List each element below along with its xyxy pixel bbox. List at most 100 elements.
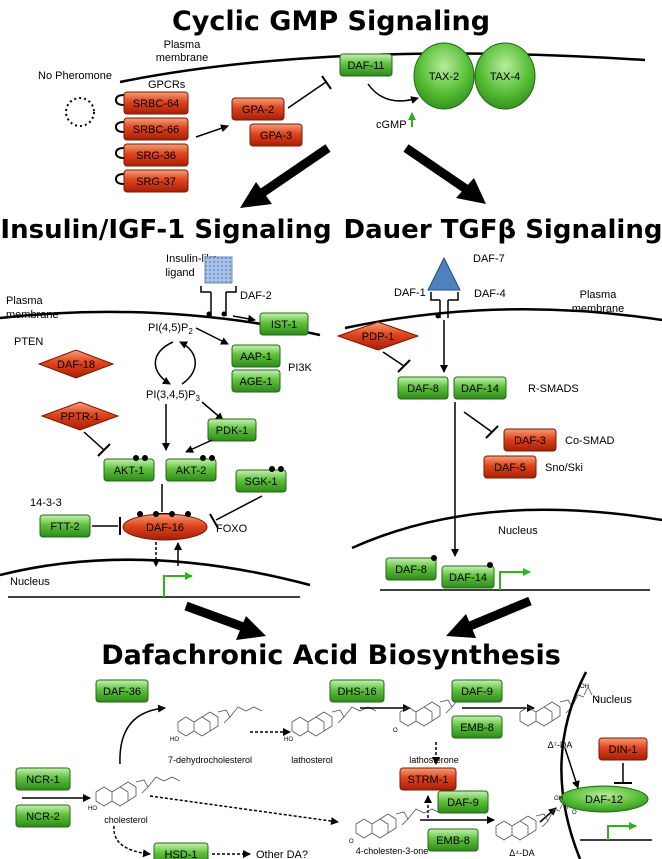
cholestenone-structure: [355, 808, 441, 839]
transcription-arrow-1: [163, 572, 193, 597]
cholesterol-label: cholesterol: [104, 815, 148, 825]
big-arrow-left: [240, 182, 272, 208]
svg-text:STRM-1: STRM-1: [408, 774, 449, 786]
svg-text:TAX-4: TAX-4: [490, 71, 520, 83]
daf7-ligand: [427, 256, 461, 291]
daf4-label: DAF-4: [474, 288, 506, 300]
svg-text:NCR-2: NCR-2: [26, 811, 60, 823]
lathosterone-label: lathosterone: [409, 755, 459, 765]
srbc66-box: SRBC-66: [123, 117, 189, 141]
daf7-label: DAF-7: [473, 253, 505, 265]
lathosterol-label: lathosterol: [291, 755, 333, 765]
svg-text:PDK-1: PDK-1: [216, 425, 248, 437]
pheromone-circle: [65, 97, 95, 127]
arrow-daf11-tax: [367, 83, 419, 104]
pip2-label: PI(4,5)P2: [148, 322, 193, 336]
svg-text:AKT-1: AKT-1: [114, 465, 145, 477]
akt1-box: AKT-1: [103, 458, 155, 482]
big-arrow-insulin-down: [236, 616, 266, 640]
d4da-structure: [495, 800, 569, 841]
svg-text:SRG-36: SRG-36: [136, 150, 176, 162]
title-tgfb: Dauer TGFβ Signaling: [344, 215, 662, 245]
svg-text:PPTR-1: PPTR-1: [60, 411, 99, 423]
big-arrow-tgfb-down: [446, 614, 476, 638]
gpa3-box: GPA-3: [249, 123, 303, 147]
title-da: Dafachronic Acid Biosynthesis: [101, 640, 561, 671]
svg-text:EMB-8: EMB-8: [460, 722, 494, 734]
lathosterone-structure: [399, 696, 485, 727]
svg-text:FTT-2: FTT-2: [50, 521, 79, 533]
daf9-box-1: DAF-9: [451, 679, 503, 703]
daf8-nuclear-box: DAF-8: [385, 557, 437, 581]
gpcr-bracket: [114, 147, 125, 159]
emb8-box-2: EMB-8: [427, 828, 479, 852]
o-label-3: O: [349, 839, 354, 845]
oh-label-1: OH: [580, 684, 589, 690]
svg-text:SRBC-66: SRBC-66: [133, 124, 179, 136]
svg-text:DAF-12: DAF-12: [585, 794, 623, 806]
o-label-2: O: [595, 697, 600, 703]
membrane-label-1: membrane: [156, 52, 209, 64]
daf2-receptor: [200, 286, 237, 293]
svg-text:DAF-18: DAF-18: [57, 359, 95, 371]
svg-text:EMB-8: EMB-8: [436, 835, 470, 847]
ncr1-box: NCR-1: [15, 767, 71, 791]
ho-label-3: HO: [88, 806, 97, 812]
svg-text:PDP-1: PDP-1: [362, 331, 394, 343]
transcription-arrow-2: [499, 568, 531, 590]
big-arrow-right: [456, 178, 486, 204]
svg-text:DAF-3: DAF-3: [514, 435, 546, 447]
svg-text:HSD-1: HSD-1: [164, 849, 197, 859]
daf18-diamond: DAF-18: [37, 349, 115, 379]
gpcr-bracket: [114, 121, 125, 133]
lathosterol-structure: [291, 706, 377, 737]
ligand-label: ligand: [165, 267, 194, 279]
transcription-arrow-3: [607, 822, 637, 840]
gpcrs-label: GPCRs: [148, 79, 186, 91]
svg-text:SGK-1: SGK-1: [244, 476, 277, 488]
aap1-box: AAP-1: [231, 344, 281, 368]
plasma-label-3: Plasma: [580, 289, 618, 301]
daf9-box-2: DAF-9: [437, 790, 489, 814]
svg-text:DAF-16: DAF-16: [146, 522, 184, 534]
svg-text:AKT-2: AKT-2: [176, 465, 207, 477]
emb8-box-1: EMB-8: [451, 715, 503, 739]
arrow-gpcr-gpa: [195, 124, 229, 138]
daf16-ellipse: DAF-16: [122, 513, 208, 541]
akt2-box: AKT-2: [165, 458, 217, 482]
svg-text:DHS-16: DHS-16: [337, 686, 376, 698]
svg-text:SRBC-64: SRBC-64: [133, 98, 179, 110]
ncr2-box: NCR-2: [15, 804, 71, 828]
svg-text:DAF-11: DAF-11: [347, 60, 384, 72]
daf14-box: DAF-14: [453, 376, 507, 400]
gpa2-box: GPA-2: [231, 97, 285, 121]
p1433-label: 14-3-3: [30, 497, 62, 509]
d7da-structure: [519, 686, 593, 727]
nuclear-membrane-insulin: [0, 558, 311, 587]
nuclear-membrane-da: [560, 671, 588, 859]
dehydrocholesterol-label: 7-dehydrocholesterol: [168, 755, 252, 765]
svg-text:IST-1: IST-1: [271, 319, 297, 331]
svg-text:DAF-8: DAF-8: [407, 383, 439, 395]
svg-text:DAF-9: DAF-9: [447, 797, 479, 809]
pip3-label: PI(3,4,5)P3: [146, 389, 201, 403]
plasma-label-1: Plasma: [164, 39, 202, 51]
o-label-1: O: [393, 728, 398, 734]
daf5-box: DAF-5: [483, 455, 537, 479]
pi3k-label: PI3K: [288, 362, 313, 374]
d4da-label: Δ⁴-DA: [509, 848, 534, 858]
ftt2-box: FTT-2: [39, 514, 91, 538]
gpcr-bracket: [114, 94, 125, 106]
insulin-ligand: [204, 256, 233, 284]
svg-text:DAF-8: DAF-8: [395, 564, 427, 576]
o-label-4: O: [572, 810, 577, 816]
cholesterol-structure: [95, 776, 181, 807]
membrane-label-3: membrane: [572, 303, 625, 315]
nuclear-membrane-tgfb: [351, 508, 662, 550]
snoski-label: Sno/Ski: [545, 462, 583, 474]
svg-text:GPA-2: GPA-2: [242, 104, 274, 116]
cosmad-label: Co-SMAD: [565, 435, 615, 447]
pten-label: PTEN: [14, 336, 43, 348]
cgmp-label: cGMP: [376, 119, 407, 131]
